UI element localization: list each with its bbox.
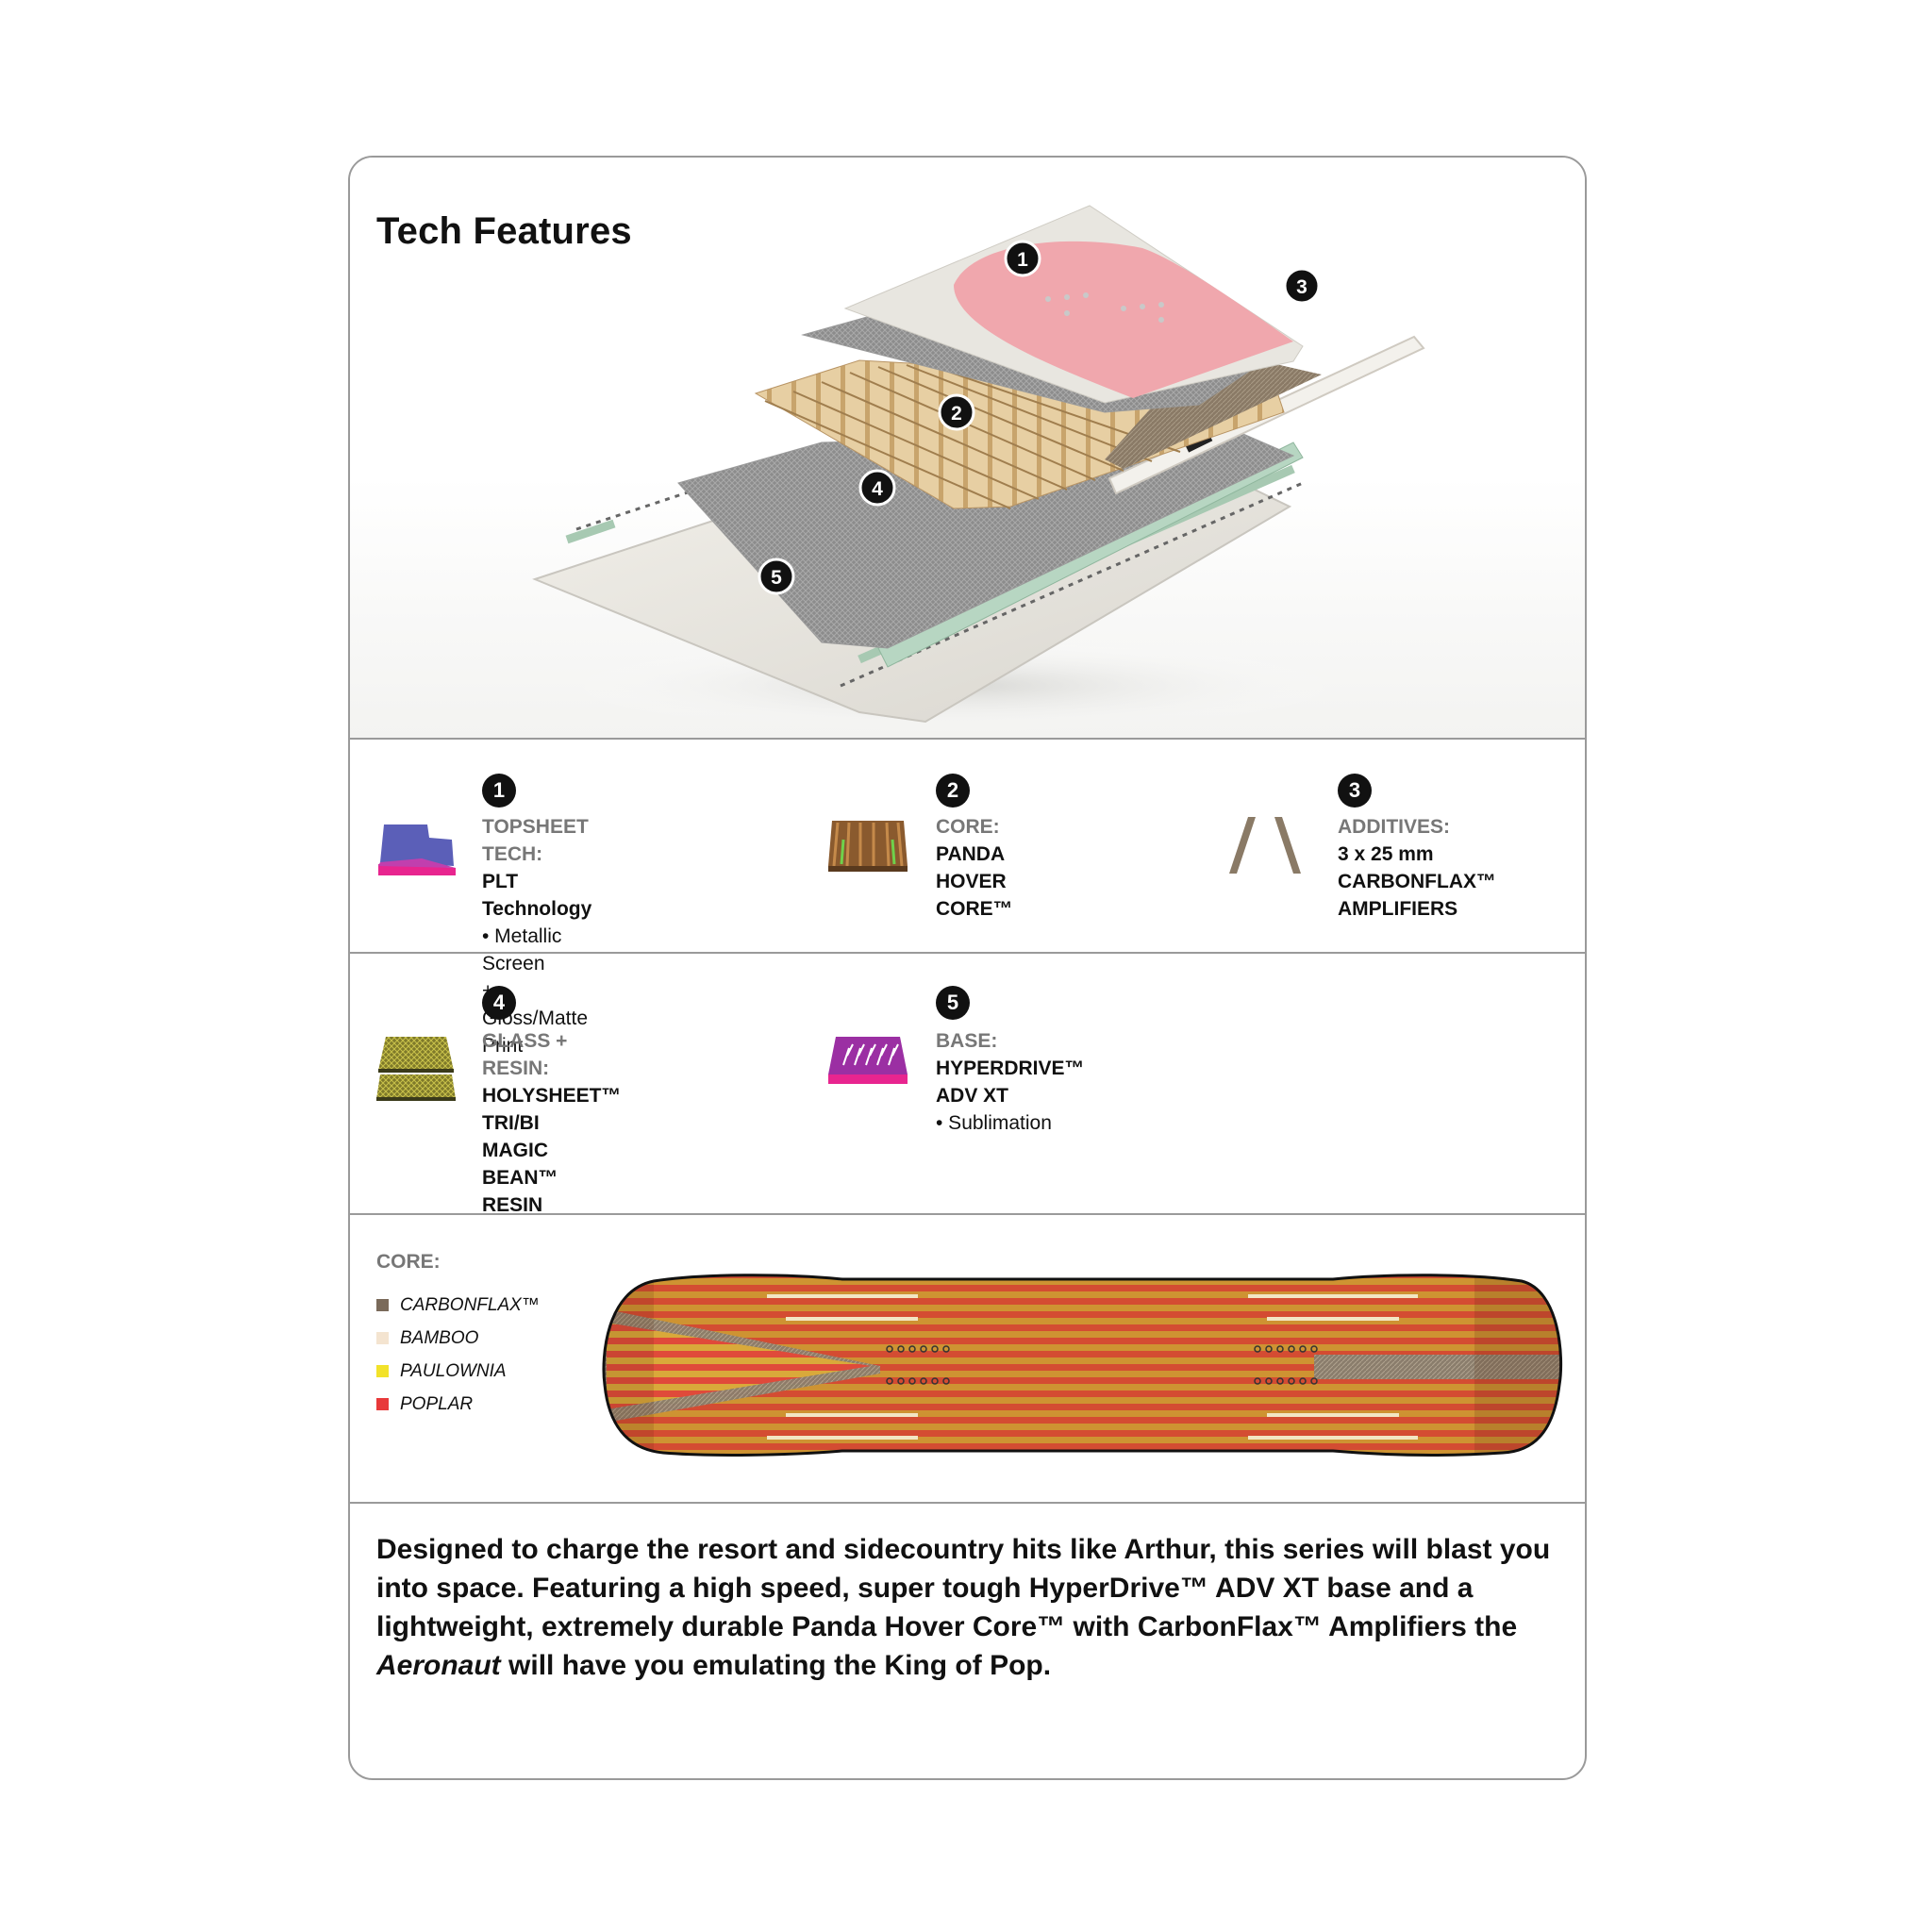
feature-category: GLASS + RESIN: <box>482 1030 568 1079</box>
layer-glass-lower <box>677 430 1295 649</box>
topsheet-pink-graphic <box>954 241 1293 398</box>
svg-text:3: 3 <box>1296 276 1307 298</box>
feature-detail: • Metallic Screen <box>482 925 562 974</box>
svg-text:2: 2 <box>951 403 962 425</box>
core-legend: CARBONFLAX™ BAMBOO PAULOWNIA POPLAR <box>376 1289 540 1421</box>
hero-marker-4: 4 <box>858 469 896 507</box>
feature-name: HYPERDRIVE™ ADV XT <box>936 1058 1085 1107</box>
hero-marker-3: 3 <box>1283 267 1321 305</box>
page-title: Tech Features <box>376 210 632 252</box>
legend-label: CARBONFLAX™ <box>400 1294 540 1315</box>
feature-number-2: 2 <box>936 774 970 808</box>
feature-category: TOPSHEET TECH: <box>482 816 589 865</box>
base-icon <box>828 1037 908 1084</box>
features-row-1: 1 TOPSHEET TECH: PLT Technology • Metall… <box>350 740 1585 1057</box>
feature-name: AMPLIFIERS <box>1338 898 1458 920</box>
feature-number-4: 4 <box>482 986 516 1020</box>
hero-marker-2: 2 <box>938 393 975 431</box>
legend-item-paulownia: PAULOWNIA <box>376 1355 540 1388</box>
feature-category: CORE: <box>936 816 1000 838</box>
feature-name: 3 x 25 mm <box>1338 843 1434 865</box>
feature-name: PLT Technology <box>482 871 592 920</box>
glass-resin-icon <box>376 1037 456 1101</box>
feature-number-5: 5 <box>936 986 970 1020</box>
svg-text:4: 4 <box>872 478 883 500</box>
hero-marker-1: 1 <box>1004 240 1041 277</box>
carbonflax-strip <box>1105 351 1322 469</box>
legend-item-bamboo: BAMBOO <box>376 1322 540 1355</box>
swatch <box>376 1365 389 1377</box>
svg-text:1: 1 <box>1017 249 1028 271</box>
feature-name: CORE™ <box>936 898 1013 920</box>
feature-number-3: 3 <box>1338 774 1372 808</box>
board-core-diagram <box>602 1274 1563 1457</box>
feature-name: CARBONFLAX™ <box>1338 871 1496 892</box>
swatch <box>376 1299 389 1311</box>
exploded-board-illustration: 1 2 3 4 5 <box>532 205 1425 733</box>
legend-label: BAMBOO <box>400 1327 479 1348</box>
description-product-name: Aeronaut <box>376 1650 501 1681</box>
description-section: Designed to charge the resort and sideco… <box>350 1504 1585 1778</box>
core-diagram-title: CORE: <box>376 1251 441 1273</box>
core-diagram-section: CORE: CARBONFLAX™ BAMBOO PAULOWNIA POPLA… <box>350 1215 1585 1504</box>
feature-category: BASE: <box>936 1030 998 1052</box>
feature-category: ADDITIVES: <box>1338 816 1451 838</box>
legend-item-carbonflax: CARBONFLAX™ <box>376 1289 540 1322</box>
feature-name: MAGIC BEAN™ RESIN <box>482 1140 558 1216</box>
legend-item-poplar: POPLAR <box>376 1388 540 1421</box>
description-part: Designed to charge the resort and sideco… <box>376 1534 1551 1642</box>
feature-name: PANDA HOVER <box>936 843 1007 892</box>
description-part: will have you emulating the King of Pop. <box>500 1650 1052 1681</box>
carbonflax-strips-icon <box>1229 817 1301 874</box>
description-text: Designed to charge the resort and sideco… <box>376 1530 1567 1685</box>
legend-label: POPLAR <box>400 1393 474 1414</box>
swatch <box>376 1332 389 1344</box>
hero-marker-5: 5 <box>758 558 795 595</box>
core-icon <box>828 821 908 872</box>
feature-name: HOLYSHEET™ TRI/BI <box>482 1085 622 1134</box>
exploded-layers-hero: 1 2 3 4 5 Tech Features <box>350 158 1585 740</box>
swatch <box>376 1398 389 1410</box>
svg-text:5: 5 <box>771 567 782 589</box>
legend-label: PAULOWNIA <box>400 1360 507 1381</box>
features-row-2: 4 GLASS + RESIN: HOLYSHEET™ TRI/BI MAGIC… <box>350 954 1585 1216</box>
topsheet-icon <box>378 824 456 875</box>
feature-detail: • Sublimation <box>936 1112 1052 1134</box>
feature-number-1: 1 <box>482 774 516 808</box>
tech-features-card: 1 2 3 4 5 Tech Features <box>348 156 1587 1780</box>
